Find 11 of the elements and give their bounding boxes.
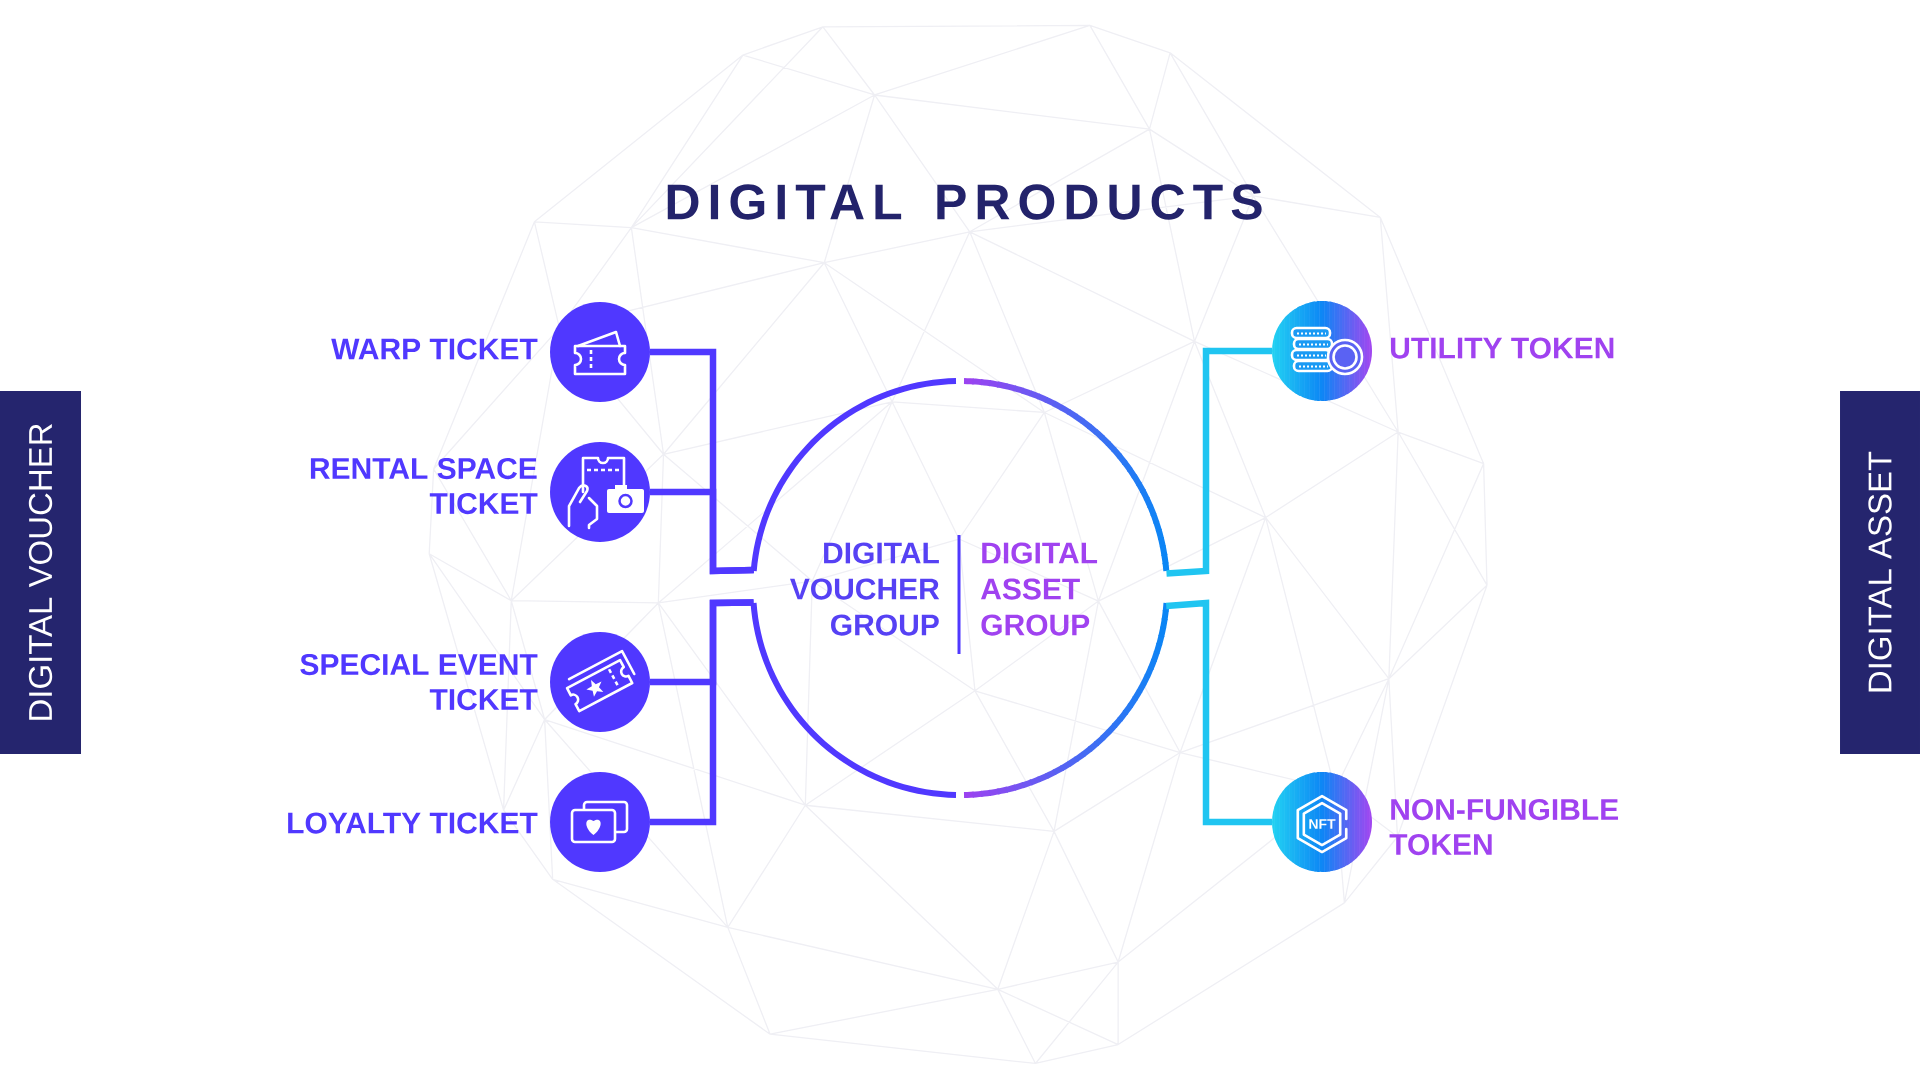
item-label: UTILITY TOKEN [1391,337,1614,359]
item-label: RENTAL SPACE TICKET [310,457,538,515]
item-label: WARP TICKET [331,338,538,360]
vertical-banner: DIGITAL VOUCHER [0,391,81,754]
item-label: LOYALTY TICKET [288,812,538,834]
title: DIGITAL PRODUCTS [667,184,1262,220]
item-label: SPECIAL EVENT TICKET [300,653,538,711]
vertical-banner: DIGITAL ASSET [1840,391,1920,754]
group-label: DIGITAL ASSET GROUP [980,542,1098,636]
item-label: NON-FUNGIBLE TOKEN [1389,798,1618,856]
icon-label: NFT [1309,819,1336,829]
